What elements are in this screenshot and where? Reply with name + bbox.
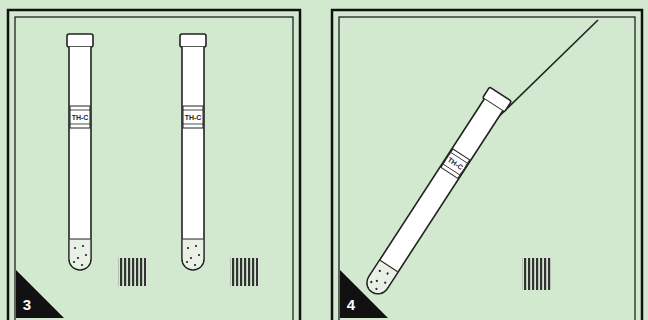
step-number: 3 — [23, 297, 31, 312]
tube-label: TH-C — [184, 114, 203, 121]
tube-label: TH-C — [71, 114, 90, 121]
step-number: 4 — [347, 297, 355, 312]
